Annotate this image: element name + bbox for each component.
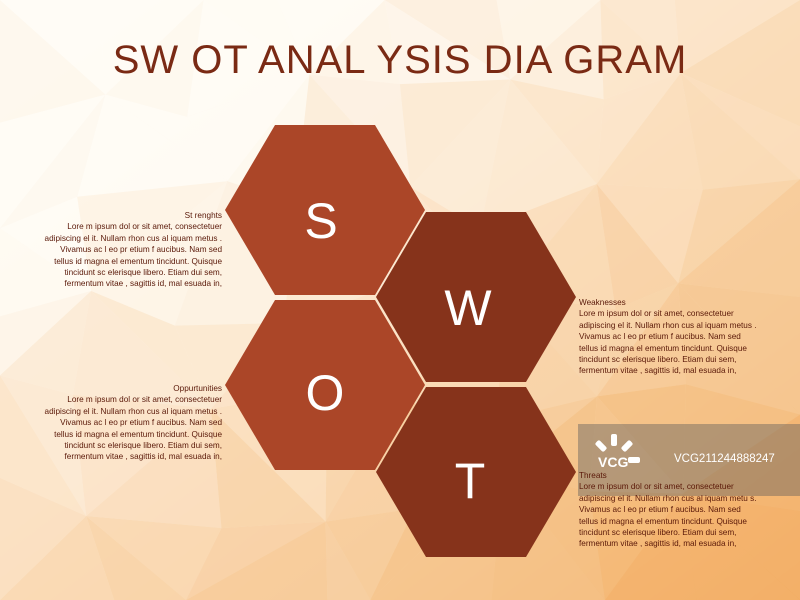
hexagon-t xyxy=(376,387,576,557)
watermark: VCG VCG211244888247 xyxy=(578,424,800,496)
background-triangle xyxy=(399,79,511,187)
background-triangle xyxy=(510,79,604,184)
watermark-id: VCG211244888247 xyxy=(674,453,775,465)
background-triangle xyxy=(682,493,800,600)
background-triangle xyxy=(0,375,87,516)
background-triangle xyxy=(596,184,703,284)
threats-heading: Threats xyxy=(579,471,607,480)
background-triangle xyxy=(480,79,597,230)
diagram-title: SW OT ANAL YSIS DIA GRAM xyxy=(112,38,688,82)
background-triangle xyxy=(0,0,106,123)
opportunities-block: Oppurtunities Lore m ipsum dol or sit am… xyxy=(22,383,222,463)
opportunities-body: Lore m ipsum dol or sit amet, consectetu… xyxy=(44,395,222,462)
background-triangle xyxy=(0,375,87,516)
background-triangle xyxy=(0,94,106,229)
background-triangle xyxy=(678,283,800,415)
background-triangle xyxy=(596,73,703,190)
background-triangle xyxy=(187,74,310,182)
background-triangle xyxy=(105,0,204,117)
background-triangle xyxy=(72,394,211,516)
background-triangle xyxy=(86,516,186,600)
background-triangle xyxy=(384,0,511,80)
background-triangle xyxy=(596,73,681,184)
background-triangle xyxy=(600,0,681,100)
background-triangle xyxy=(77,181,228,291)
hexagon-o xyxy=(225,300,425,470)
background-triangle xyxy=(682,493,800,600)
background-triangle xyxy=(325,508,415,600)
background-triangle xyxy=(597,283,686,397)
background-triangle xyxy=(678,179,800,284)
background-triangle xyxy=(0,196,92,291)
background-triangle xyxy=(510,0,604,100)
background-triangle xyxy=(276,0,385,75)
threats-block: Threats Lore m ipsum dol or sit amet, co… xyxy=(579,470,794,550)
background-triangle xyxy=(678,179,800,297)
background-triangle xyxy=(682,414,800,512)
opportunities-heading: Oppurtunities xyxy=(173,384,222,393)
background-triangle xyxy=(597,384,686,494)
weaknesses-block: Weaknesses Lore m ipsum dol or sit amet,… xyxy=(579,297,794,377)
background-triangle xyxy=(680,73,800,190)
background-triangle xyxy=(309,0,400,85)
background-triangle xyxy=(186,521,328,600)
background-triangle xyxy=(86,516,222,600)
background-triangle xyxy=(596,184,679,310)
hexagon-s xyxy=(225,125,425,295)
hexagon-letter-t: T xyxy=(455,453,486,509)
background-triangle xyxy=(496,0,601,80)
background-triangle xyxy=(0,477,87,600)
background-triangle xyxy=(99,0,204,95)
hexagon-letter-o: O xyxy=(306,365,345,421)
background-triangle xyxy=(384,0,511,85)
background-triangle xyxy=(0,291,92,376)
background-triangle xyxy=(325,521,371,600)
threats-body: Lore m ipsum dol or sit amet, consectetu… xyxy=(579,482,757,549)
background-triangle xyxy=(187,0,310,117)
background-triangle xyxy=(0,228,92,317)
background-triangle xyxy=(72,291,211,409)
background-triangle xyxy=(0,291,92,395)
background-triangle xyxy=(86,408,222,529)
hexagon-letter-s: S xyxy=(304,193,337,249)
background-triangle xyxy=(674,0,800,73)
watermark-brand: VCG xyxy=(598,454,629,470)
background-triangle xyxy=(91,181,228,326)
background-triangle xyxy=(309,74,411,187)
weaknesses-heading: Weaknesses xyxy=(579,298,626,307)
background-triangle xyxy=(678,283,800,415)
background-triangle xyxy=(682,384,800,494)
hexagon-letter-w: W xyxy=(444,280,492,336)
background-triangle xyxy=(597,283,679,397)
strengths-heading: St renghts xyxy=(184,211,222,220)
background-triangle xyxy=(605,493,697,600)
background-triangle xyxy=(589,396,683,494)
hexagon-w xyxy=(376,212,576,382)
background-triangle xyxy=(680,0,800,127)
background-triangle xyxy=(210,408,326,529)
background-triangle xyxy=(77,94,228,197)
weaknesses-body: Lore m ipsum dol or sit amet, consectetu… xyxy=(579,309,757,376)
strengths-body: Lore m ipsum dol or sit amet, consectetu… xyxy=(44,222,222,289)
background-triangle xyxy=(0,516,115,600)
watermark-logo-icon xyxy=(595,434,640,463)
background-triangle xyxy=(589,491,683,600)
background-triangle xyxy=(410,79,511,230)
strengths-block: St renghts Lore m ipsum dol or sit amet,… xyxy=(22,210,222,290)
background-triangle xyxy=(105,94,228,182)
background-triangle xyxy=(174,181,285,326)
